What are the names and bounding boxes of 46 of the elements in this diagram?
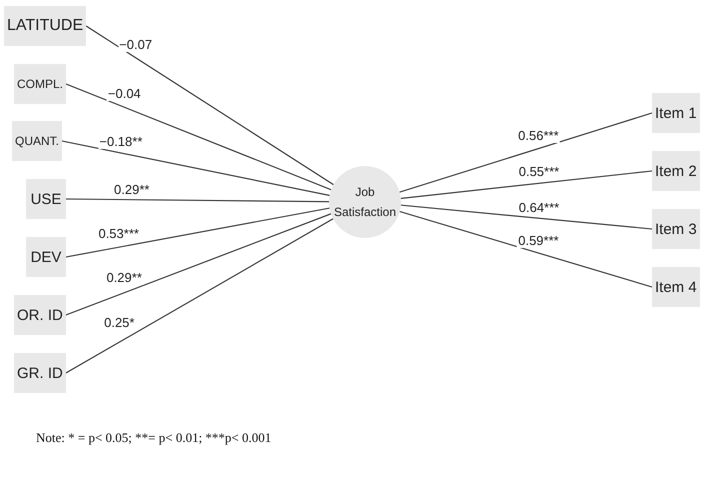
path-coefficient: 0.29** [113, 182, 150, 197]
variable-box [14, 295, 66, 335]
path-coefficient: 0.25* [103, 315, 136, 330]
node-label: USE [30, 190, 62, 208]
node-label: Item 2 [655, 162, 697, 180]
node-label: Item 4 [655, 278, 697, 296]
node-label: Job Satisfaction [332, 184, 398, 221]
variable-box [652, 151, 700, 191]
variable-box [652, 93, 700, 133]
path-coefficient: 0.53*** [97, 226, 140, 242]
path-line [86, 26, 334, 186]
path-line [400, 204, 652, 230]
variable-box [26, 179, 66, 219]
node-label: QUANT. [15, 134, 60, 148]
path-coefficient: 0.29** [105, 270, 143, 285]
node-label: OR. ID [17, 306, 63, 324]
path-coefficient: 0.56*** [517, 128, 560, 143]
variable-box [26, 237, 66, 277]
path-line [66, 198, 329, 202]
node-label: LATITUDE [7, 17, 84, 35]
path-line [399, 112, 652, 193]
variable-box [652, 267, 700, 307]
variable-box [14, 64, 66, 104]
variable-box [14, 353, 66, 393]
path-line [66, 208, 330, 258]
path-line [400, 210, 652, 288]
variable-box [4, 6, 86, 46]
note-text: Note: * = p< 0.05; **= p< 0.01; ***p< 0.001 [36, 430, 272, 446]
node-label: DEV [30, 248, 62, 266]
node-label: GR. ID [17, 364, 63, 382]
path-coefficient: 0.64*** [518, 200, 560, 216]
path-coefficient: 0.59*** [517, 233, 560, 248]
node-label: COMPL. [17, 77, 64, 91]
variable-box [652, 209, 700, 249]
path-line [66, 218, 334, 374]
path-coefficient: −0.18** [98, 134, 144, 149]
path-coefficient: 0.55*** [518, 164, 560, 180]
node-label: Item 1 [655, 104, 697, 122]
node-label: Item 3 [655, 220, 697, 238]
path-coefficient: −0.04 [106, 86, 142, 102]
path-line [400, 170, 652, 199]
path-line [62, 140, 330, 196]
path-line [66, 83, 332, 190]
path-coefficient: −0.07 [118, 36, 154, 52]
variable-box [12, 121, 62, 161]
path-line [66, 213, 332, 316]
